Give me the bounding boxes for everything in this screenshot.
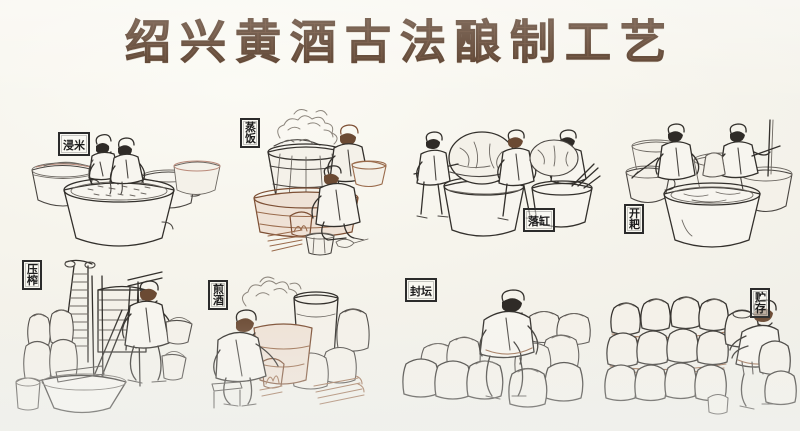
step-2-label: 蒸 饭 <box>240 118 260 149</box>
step-4-label-char-2: 耙 <box>629 218 640 232</box>
step-3-label: 落缸 <box>523 208 555 233</box>
step-3-label-char-1: 落 <box>528 215 539 228</box>
step-panel-8: 贮 存 <box>602 280 797 415</box>
step-8-label-char-2: 存 <box>755 302 766 316</box>
step-1-label-char-1: 浸 <box>63 139 74 152</box>
step-3-label-char-2: 缸 <box>539 215 550 228</box>
step-1-label: 浸米 <box>58 132 90 157</box>
step-panel-4: 开 耙 <box>612 112 797 252</box>
step-7-illustration <box>402 289 591 408</box>
step-6-label-char-1: 煎 <box>213 283 224 296</box>
step-panel-1: 浸米 <box>14 118 224 253</box>
step-panel-3: 落缸 <box>408 112 601 252</box>
step-1-label-char-2: 米 <box>74 139 85 152</box>
step-panel-6: 煎 酒 <box>198 266 388 414</box>
step-4-label-char-1: 开 <box>629 207 640 220</box>
step-6-label: 煎 酒 <box>208 280 228 311</box>
step-6-illustration <box>211 276 370 409</box>
step-panel-2: 蒸 饭 <box>228 100 388 256</box>
step-1-illustration <box>31 133 221 247</box>
step-3-illustration <box>413 129 601 237</box>
step-5-illustration <box>15 259 193 414</box>
step-5-label: 压 榨 <box>22 260 42 291</box>
step-2-label-char-1: 蒸 <box>245 121 256 134</box>
step-2-label-char-2: 饭 <box>245 132 256 146</box>
step-5-label-char-2: 榨 <box>27 274 38 288</box>
step-panel-5: 压 榨 <box>12 252 193 417</box>
step-8-label-char-1: 贮 <box>755 291 766 304</box>
step-4-label: 开 耙 <box>624 204 644 235</box>
step-2-illustration <box>253 109 387 256</box>
step-panel-7: 封坛 <box>396 272 596 412</box>
step-8-label: 贮 存 <box>750 288 770 319</box>
step-7-label-char-1: 封 <box>410 285 421 298</box>
step-7-label: 封坛 <box>405 278 437 303</box>
step-5-label-char-1: 压 <box>27 263 38 276</box>
step-6-label-char-2: 酒 <box>213 294 224 308</box>
page-title: 绍兴黄酒古法酿制工艺 <box>125 15 675 70</box>
step-4-illustration <box>625 119 793 248</box>
step-7-label-char-2: 坛 <box>421 285 432 298</box>
